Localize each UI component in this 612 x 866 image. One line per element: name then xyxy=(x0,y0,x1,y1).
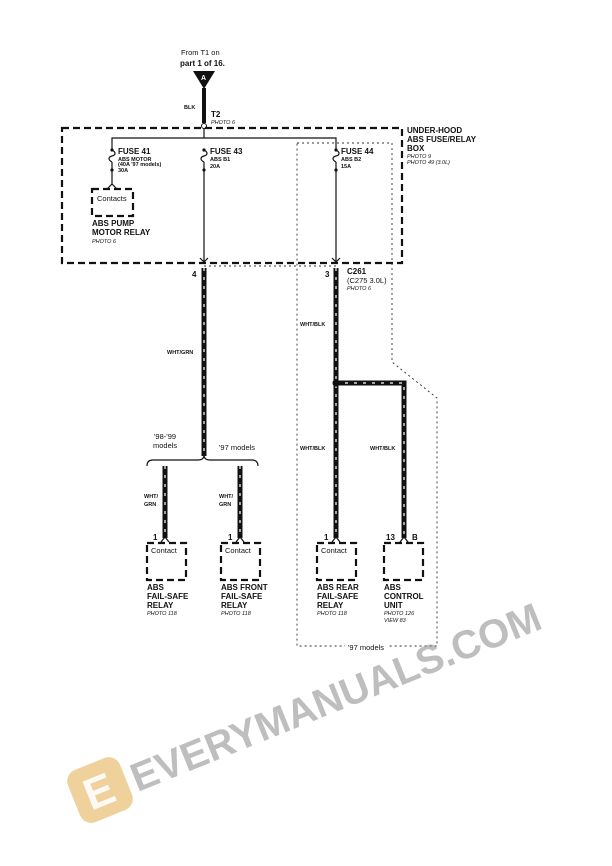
branch1-label-2: GRN xyxy=(144,502,156,508)
fuse-41: FUSE 41 ABS MOTOR (40A '97 models) 30A xyxy=(107,147,161,189)
svg-text:20A: 20A xyxy=(210,164,220,170)
source-line2: part 1 of 16. xyxy=(180,59,225,68)
svg-text:PHOTO 126: PHOTO 126 xyxy=(384,611,415,617)
watermark-text: EVERYMANUALS.COM xyxy=(124,595,547,800)
fusebox-line2: ABS FUSE/RELAY xyxy=(407,135,477,144)
svg-text:VIEW 83: VIEW 83 xyxy=(384,618,407,624)
svg-text:1: 1 xyxy=(153,533,158,542)
wht-blk-wire xyxy=(332,268,407,538)
fuse-44: FUSE 44 ABS B2 15A xyxy=(331,147,374,263)
svg-text:FUSE 44: FUSE 44 xyxy=(341,147,374,156)
svg-text:Contact: Contact xyxy=(225,546,252,555)
svg-text:1: 1 xyxy=(228,533,233,542)
svg-text:FAIL-SAFE: FAIL-SAFE xyxy=(317,592,359,601)
fusebox-photo1: PHOTO 9 xyxy=(407,154,431,160)
blk-label: BLK xyxy=(184,105,195,111)
svg-text:ABS REAR: ABS REAR xyxy=(317,583,359,592)
fuse-43: FUSE 43 ABS B1 20A xyxy=(199,147,243,263)
branch2-label-2: GRN xyxy=(219,502,231,508)
fusebox-line1: UNDER-HOOD xyxy=(407,126,462,135)
svg-text:UNIT: UNIT xyxy=(384,601,403,610)
connector-a-label: A xyxy=(201,75,206,82)
wht-grn-label: WHT/GRN xyxy=(167,350,193,356)
watermark-logo-icon xyxy=(67,757,133,823)
source-line1: From T1 on xyxy=(181,48,220,57)
component-abs-fail-safe-relay: 1 Contact ABS FAIL-SAFE RELAY PHOTO 118 xyxy=(145,533,189,617)
pump-relay-l1: ABS PUMP xyxy=(92,219,135,228)
fuse-relay-box-outline xyxy=(60,126,404,265)
svg-text:RELAY: RELAY xyxy=(221,601,248,610)
models-9899-line2: models xyxy=(153,441,177,450)
pump-relay-photo: PHOTO 6 xyxy=(92,239,117,245)
svg-text:ABS FRONT: ABS FRONT xyxy=(221,583,268,592)
terminal-t2: T2 xyxy=(211,110,221,119)
svg-text:ABS B2: ABS B2 xyxy=(341,157,361,163)
svg-text:1: 1 xyxy=(324,533,329,542)
svg-text:15A: 15A xyxy=(341,164,351,170)
svg-text:PHOTO 118: PHOTO 118 xyxy=(317,611,348,617)
wht-blk-label-1: WHT/BLK xyxy=(300,322,325,328)
svg-text:ABS: ABS xyxy=(384,583,402,592)
fusebox-line3: BOX xyxy=(407,144,425,153)
t2-photo: PHOTO 6 xyxy=(211,120,236,126)
pump-relay-contacts: Contacts xyxy=(97,194,127,203)
svg-text:30A: 30A xyxy=(118,168,128,174)
branch2-label-1: WHT/ xyxy=(219,494,234,500)
models-97-label: '97 models xyxy=(219,443,255,452)
fusebox-photo2: PHOTO 49 (3.0L) xyxy=(407,160,450,166)
svg-text:RELAY: RELAY xyxy=(147,601,174,610)
svg-text:ABS: ABS xyxy=(147,583,165,592)
svg-text:PHOTO 118: PHOTO 118 xyxy=(147,611,178,617)
svg-text:(40A '97 models): (40A '97 models) xyxy=(118,162,161,168)
pump-relay-box xyxy=(90,187,135,218)
svg-text:ABS B1: ABS B1 xyxy=(210,157,230,163)
svg-text:FUSE 43: FUSE 43 xyxy=(210,147,243,156)
wht-blk-label-3: WHT/BLK xyxy=(370,446,395,452)
component-abs-rear-fail-safe-relay: 1 Contact ABS REAR FAIL-SAFE RELAY PHOTO… xyxy=(315,533,359,617)
component-abs-front-fail-safe-relay: 1 Contact ABS FRONT FAIL-SAFE RELAY PHOT… xyxy=(219,533,268,617)
watermark: E EVERYMANUALS.COM xyxy=(67,595,548,823)
models-97-region xyxy=(296,142,438,647)
models-9899-line1: '98-'99 xyxy=(154,432,176,441)
svg-text:13: 13 xyxy=(386,533,395,542)
bus-bar xyxy=(111,137,337,150)
c261-pin-4: 4 xyxy=(192,270,197,279)
c261-name: C261 xyxy=(347,267,367,276)
model-split-brace xyxy=(146,454,259,467)
branch1-label-1: WHT/ xyxy=(144,494,159,500)
svg-text:ABS MOTOR: ABS MOTOR xyxy=(118,157,152,163)
wht-blk-label-2: WHT/BLK xyxy=(300,446,325,452)
connector-a-triangle xyxy=(193,71,215,89)
models-97-region-label: '97 models xyxy=(348,643,384,652)
svg-text:B: B xyxy=(412,533,418,542)
svg-text:FAIL-SAFE: FAIL-SAFE xyxy=(147,592,189,601)
svg-text:CONTROL: CONTROL xyxy=(384,592,424,601)
branch-wires xyxy=(162,466,243,538)
svg-text:FUSE 41: FUSE 41 xyxy=(118,147,151,156)
component-abs-control-unit: 13 B ABS CONTROL UNIT PHOTO 126 VIEW 83 xyxy=(382,533,425,624)
pump-relay-l2: MOTOR RELAY xyxy=(92,228,151,237)
svg-text:Contact: Contact xyxy=(151,546,178,555)
svg-text:FAIL-SAFE: FAIL-SAFE xyxy=(221,592,263,601)
splice-point xyxy=(332,379,340,387)
svg-text:PHOTO 118: PHOTO 118 xyxy=(221,611,252,617)
c261-pin-3: 3 xyxy=(325,270,330,279)
c261-alt: (C275 3.0L) xyxy=(347,276,387,285)
models-97-label-background xyxy=(345,641,389,651)
svg-text:Contact: Contact xyxy=(321,546,348,555)
c261-photo: PHOTO 6 xyxy=(347,286,372,292)
svg-text:RELAY: RELAY xyxy=(317,601,344,610)
